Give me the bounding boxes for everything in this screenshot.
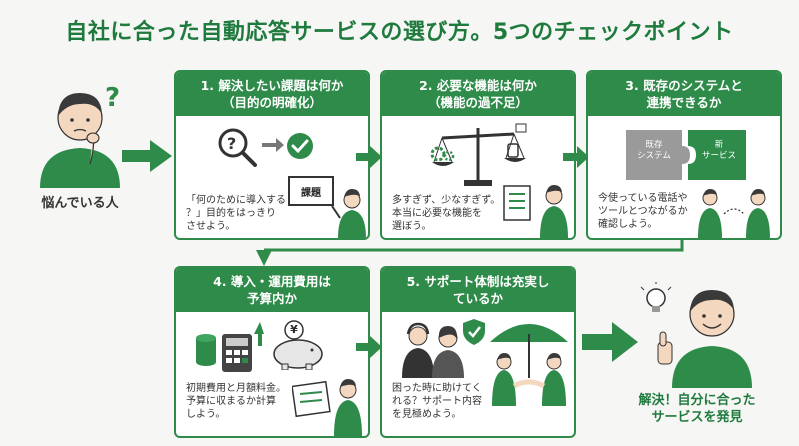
step-3-header: 3. 既存のシステムと 連携できるか	[588, 72, 780, 116]
step-2-card: 2. 必要な機能は何か （機能の過不足） 多すぎず、少なすぎず。 本当に必要な機…	[380, 70, 576, 240]
worried-person-illustration: ?	[35, 78, 125, 188]
goal-caption: 解決！自分に合った サービスを発見	[638, 393, 756, 425]
step-5-description: 困った時に助けてく れる？サポート内容 を見極めよう。	[392, 383, 482, 420]
step-2-header: 2. 必要な機能は何か （機能の過不足）	[382, 72, 574, 116]
balance-scale-illustration	[428, 122, 528, 188]
arrow-right-icon	[262, 138, 284, 152]
arrow-step5-to-goal	[582, 322, 638, 362]
arrow-step4-to-step5	[356, 336, 382, 358]
person-with-document-illustration	[292, 372, 368, 436]
puzzle-pieces-illustration: 既存 システム 新 サービス	[622, 126, 750, 184]
checkmark-circle-icon	[286, 132, 314, 160]
support-operators-illustration	[398, 316, 468, 378]
page-title: 自社に合った自動応答サービスの選び方。5つのチェックポイント	[65, 20, 734, 45]
coins-calculator-icon	[194, 318, 264, 374]
svg-text:?: ?	[227, 134, 236, 153]
step-1-card: 1. 解決したい課題は何か （目的の明確化） ? 「何のために導入する ？」目的…	[174, 70, 370, 240]
umbrella-handshake-illustration	[486, 316, 572, 434]
happy-person-illustration	[640, 282, 760, 388]
person-with-checklist-illustration	[502, 178, 574, 238]
step-4-header: 4. 導入・運用費用は 予算内か	[176, 268, 368, 312]
step-1-description: 「何のために導入する ？」目的をはっきり させよう。	[186, 195, 286, 232]
arrow-start-to-step1	[122, 140, 172, 172]
step-3-card: 3. 既存のシステムと 連携できるか 既存 システム 新 サービス 今使っている…	[586, 70, 782, 240]
step-3-description: 今使っている電話や ツールとつながるか 確認しよう。	[598, 193, 688, 230]
whiteboard-label: 課題	[301, 187, 321, 199]
shield-icon	[462, 318, 486, 346]
yen-symbol: ¥	[290, 323, 298, 336]
step-1-header: 1. 解決したい課題は何か （目的の明確化）	[176, 72, 368, 116]
magnifier-question-icon: ?	[216, 126, 258, 168]
step-2-description: 多すぎず、少なすぎず。 本当に必要な機能を 選ぼう。	[392, 195, 501, 232]
arrow-step3-to-step4	[250, 238, 690, 268]
svg-text:?: ?	[105, 83, 120, 113]
puzzle-existing-label: 既存	[645, 140, 663, 150]
start-caption: 悩んでいる人	[41, 196, 119, 211]
presenter-whiteboard-illustration: 課題	[288, 176, 368, 238]
arrow-step1-to-step2	[356, 146, 382, 168]
puzzle-new-label: 新	[714, 140, 724, 150]
step-5-card: 5. サポート体制は充実し ているか	[380, 266, 576, 438]
step-4-card: 4. 導入・運用費用は 予算内か ¥ 初期費用と	[174, 266, 370, 438]
arrow-step2-to-step3	[563, 146, 589, 168]
step-4-description: 初期費用と月額料金。 予算に収まるか計算 しよう。	[186, 383, 286, 420]
piggy-bank-icon: ¥	[268, 320, 328, 370]
step-5-header: 5. サポート体制は充実し ているか	[382, 268, 574, 312]
two-people-phone-illustration	[692, 184, 780, 238]
